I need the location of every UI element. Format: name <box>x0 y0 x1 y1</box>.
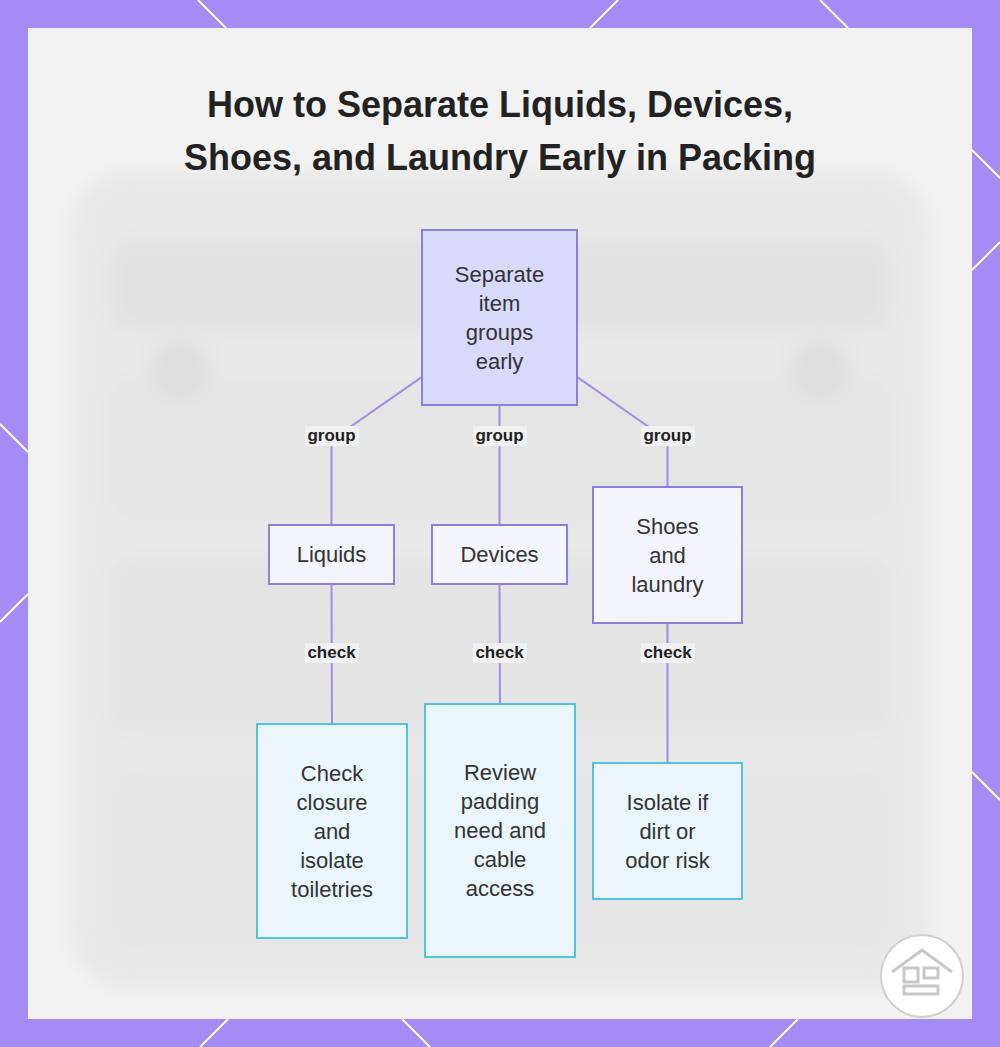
group-box: Shoes and laundry <box>592 486 743 624</box>
edge-label: group <box>640 426 694 446</box>
connector-line <box>332 378 422 524</box>
root-box: Separate item groups early <box>421 229 578 406</box>
edge-label: check <box>640 643 694 663</box>
check-box: Review padding need and cable access <box>424 703 576 958</box>
brand-logo <box>881 935 963 1017</box>
edge-label: check <box>304 643 358 663</box>
node-label: Liquids <box>297 540 367 569</box>
node-label: Devices <box>460 540 538 569</box>
node-label: Shoes and laundry <box>624 512 711 599</box>
group-box: Liquids <box>268 524 395 585</box>
edge-label: group <box>472 426 526 446</box>
connector-line <box>499 406 501 524</box>
check-box: Check closure and isolate toiletries <box>256 723 408 939</box>
group-box: Devices <box>431 524 568 585</box>
node-label: Check closure and isolate toiletries <box>284 759 380 904</box>
edge-label: check <box>472 643 526 663</box>
inner-panel <box>28 28 972 1019</box>
node-label: Isolate if dirt or odor risk <box>619 788 716 875</box>
suitcase-illustration <box>70 170 930 990</box>
edge-label: group <box>304 426 358 446</box>
node-label: Separate item groups early <box>451 260 548 376</box>
diagram-title: How to Separate Liquids, Devices, Shoes,… <box>150 78 850 184</box>
check-box: Isolate if dirt or odor risk <box>592 762 743 900</box>
node-label: Review padding need and cable access <box>452 758 548 903</box>
